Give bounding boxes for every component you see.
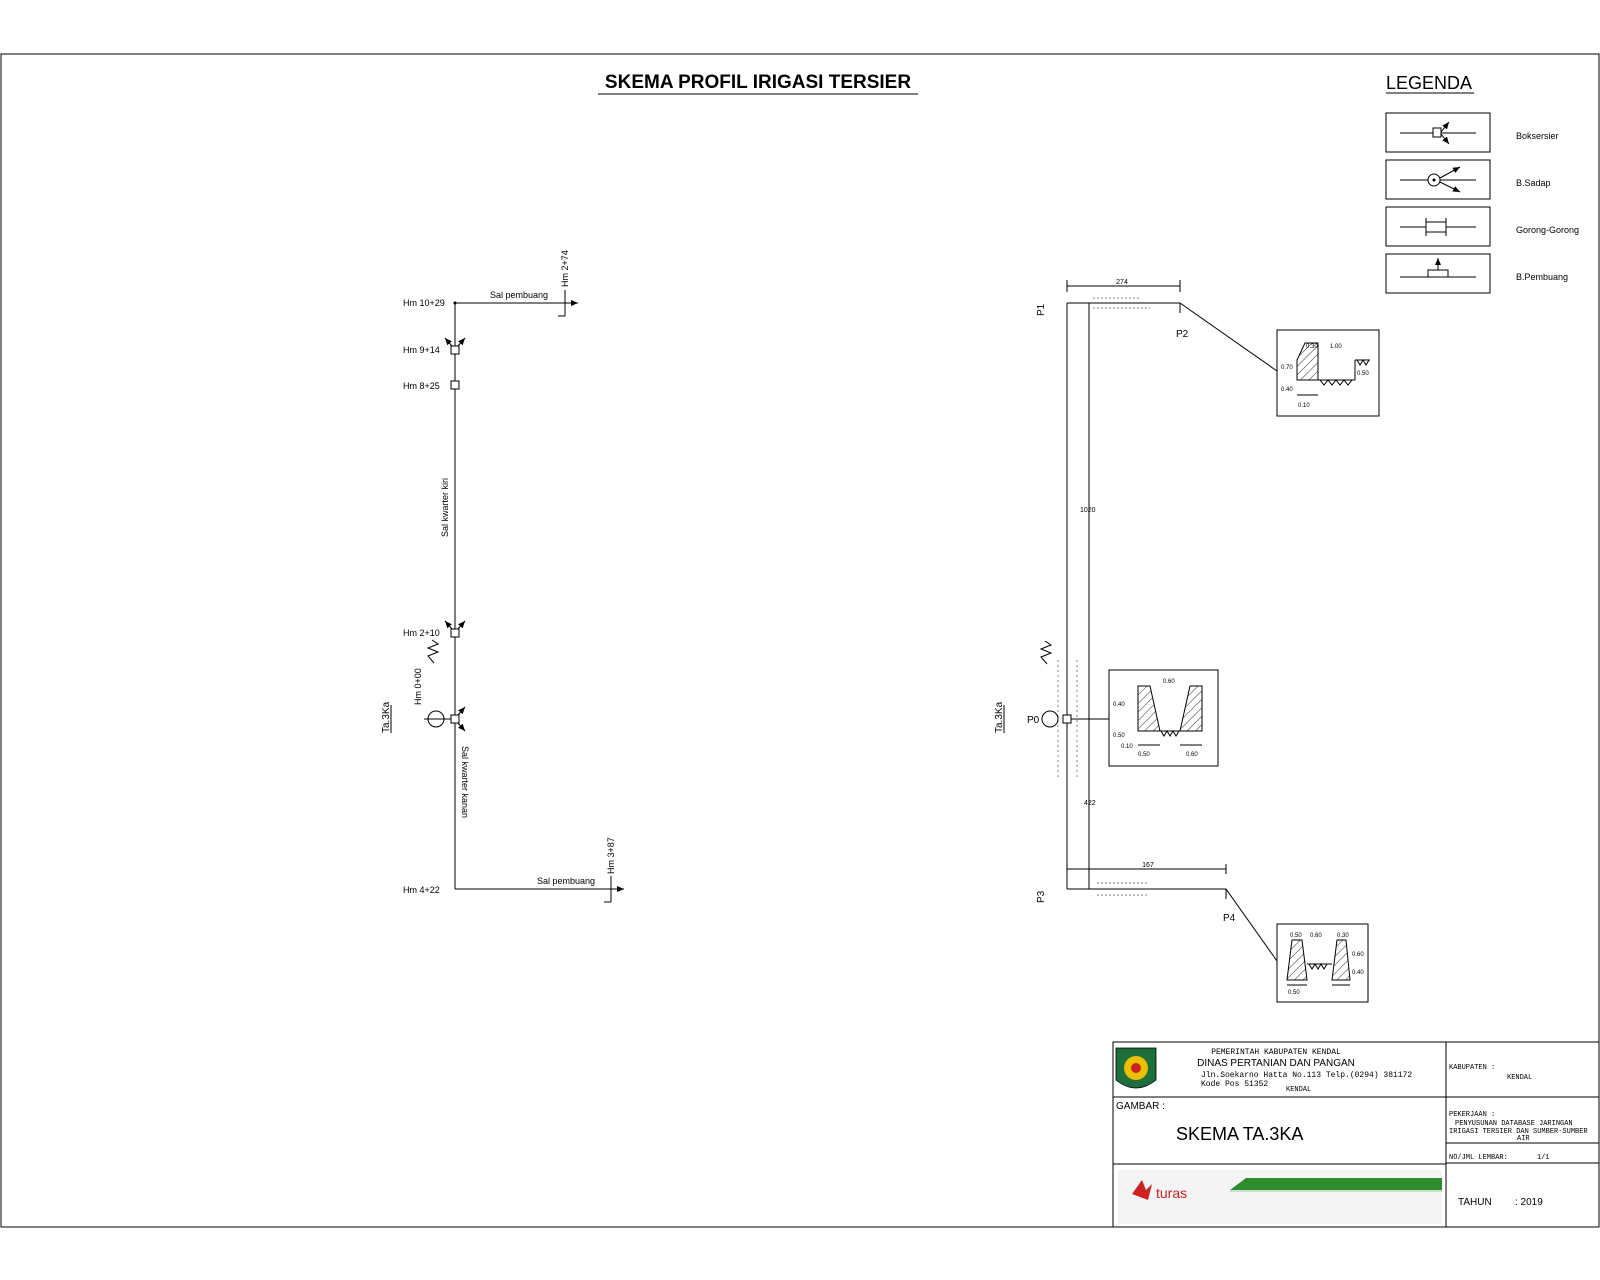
tahun-label: TAHUN: [1458, 1197, 1492, 1208]
org-postcode: Kode Pos 51352: [1201, 1080, 1268, 1089]
bangunan-pembuang-icon: [1400, 258, 1476, 278]
kabupaten-value: KENDAL: [1507, 1074, 1532, 1082]
consultant-logo-text: turas: [1156, 1185, 1187, 1201]
boks-tersier-icon: [450, 380, 460, 390]
zigzag-icon: [1039, 640, 1053, 665]
legend-box-3: [1385, 206, 1491, 247]
pekerjaan-line2: IRIGASI TERSIER DAN SUMBER-SUMBER: [1449, 1128, 1588, 1136]
legend-box-4: [1385, 253, 1491, 294]
left-side-label: Ta.3Ka: [381, 701, 392, 733]
station-hm274: Hm 2+74: [560, 250, 570, 287]
section3-dim-1: 0.50: [1290, 933, 1302, 939]
kabupaten-crest-logo: [1115, 1047, 1157, 1089]
point-p3: P3: [1036, 890, 1047, 903]
station-hm210: Hm 2+10: [403, 628, 440, 638]
boks-tersier-icon: [1400, 121, 1476, 145]
pekerjaan-line1: PENYUSUNAN DATABASE JARINGAN: [1455, 1120, 1573, 1128]
title-block: PEMERINTAH KABUPATEN KENDAL DINAS PERTAN…: [1112, 1041, 1600, 1228]
cross-section-3: 0.50 0.60 0.30 0.60 0.40 0.50: [1276, 923, 1369, 1003]
boks-tersier-icon: [444, 337, 466, 355]
sal-pembuang-bottom-label: Sal pembuang: [537, 876, 595, 886]
dim-bottom: 167: [1142, 862, 1154, 869]
station-hm914: Hm 9+14: [403, 345, 440, 355]
point-p1: P1: [1036, 303, 1047, 316]
gorong-gorong-icon: [1400, 218, 1476, 236]
station-hm1029: Hm 10+29: [403, 298, 445, 308]
dim-vertical: 1020: [1080, 507, 1096, 514]
point-p0: P0: [1027, 715, 1040, 726]
org-line1: PEMERINTAH KABUPATEN KENDAL: [1211, 1048, 1341, 1057]
station-hm000: Hm 0+00: [413, 668, 423, 705]
org-line2: DINAS PERTANIAN DAN PANGAN: [1197, 1058, 1355, 1069]
sal-pembuang-top-label: Sal pembuang: [490, 290, 548, 300]
tahun-value: : 2019: [1515, 1197, 1543, 1208]
cross-section-1: 0.30 1.00 0.70 0.40 0.50 0.10: [1276, 329, 1380, 417]
sal-kwarter-kiri-label: Sal kwarter kiri: [440, 478, 450, 537]
section2-dim-5: 0.60: [1186, 752, 1198, 758]
section2-dim-4: 0.50: [1138, 752, 1150, 758]
sal-kwarter-kanan-label: Sal kwarter kanan: [460, 746, 470, 818]
gambar-label: GAMBAR :: [1116, 1101, 1165, 1112]
legend-box-1: [1385, 112, 1491, 153]
section2-dim-6: 0.10: [1121, 744, 1133, 750]
bangunan-sadap-icon: [1400, 166, 1476, 193]
lembar-label: NO/JML LEMBAR:: [1449, 1154, 1508, 1162]
legend-box-2: [1385, 159, 1491, 200]
section3-dim-3: 0.30: [1337, 933, 1349, 939]
section3-dim-5: 0.40: [1352, 970, 1364, 976]
legend-title: LEGENDA: [1386, 73, 1472, 93]
org-address: Jln.Soekarno Hatta No.113 Telp.(0294) 38…: [1201, 1071, 1412, 1080]
cross-section-2: 0.60 0.40 0.50 0.50 0.60 0.10: [1108, 669, 1219, 767]
legend-label-4: B.Pembuang: [1516, 272, 1568, 282]
bangunan-sadap-icon: [1041, 710, 1072, 728]
left-schema: Sal pembuang Hm 2+74 Hm 10+29 Hm 9+14 Hm…: [381, 250, 624, 903]
section1-dim-4: 0.40: [1281, 387, 1293, 393]
legend-label-3: Gorong-Gorong: [1516, 225, 1579, 235]
section3-dim-6: 0.50: [1288, 990, 1300, 996]
section1-dim-2: 1.00: [1330, 344, 1342, 350]
drawing-title: SKEMA PROFIL IRIGASI TERSIER: [605, 72, 911, 93]
section1-dim-5: 0.50: [1357, 371, 1369, 377]
legend-label-1: Boksersier: [1516, 131, 1559, 141]
boks-tersier-icon: [444, 620, 466, 638]
section1-dim-6: 0.10: [1298, 403, 1310, 409]
lembar-value: 1/1: [1537, 1154, 1550, 1162]
leader-section-1: [1179, 302, 1278, 372]
kabupaten-label: KABUPATEN :: [1449, 1064, 1495, 1072]
leader-section-3: [1225, 888, 1278, 962]
dim-lower: 422: [1084, 800, 1096, 807]
pekerjaan-line3: AIR: [1517, 1135, 1530, 1143]
section1-dim-3: 0.70: [1281, 365, 1293, 371]
node-hm1029: [453, 301, 457, 305]
station-hm422: Hm 4+22: [403, 885, 440, 895]
org-city: KENDAL: [1286, 1086, 1311, 1094]
dim-top: 274: [1116, 279, 1128, 286]
section2-dim-3: 0.50: [1113, 733, 1125, 739]
legend-label-2: B.Sadap: [1516, 178, 1551, 188]
right-side-label: Ta.3Ka: [994, 701, 1005, 733]
bangunan-sadap-icon: [424, 706, 466, 732]
gambar-value: SKEMA TA.3KA: [1176, 1124, 1303, 1144]
section3-dim-2: 0.60: [1310, 933, 1322, 939]
station-hm825: Hm 8+25: [403, 381, 440, 391]
section2-dim-1: 0.60: [1163, 679, 1175, 685]
sheet-border: [0, 53, 1600, 1228]
zigzag-icon: [426, 639, 440, 664]
section3-dim-4: 0.60: [1352, 952, 1364, 958]
point-p2: P2: [1176, 329, 1189, 340]
section1-dim-1: 0.30: [1306, 344, 1318, 350]
pekerjaan-label: PEKERJAAN :: [1449, 1111, 1495, 1119]
legend: LEGENDA Boksersier B.Sadap Gorong-Gorong: [1385, 73, 1579, 294]
point-p4: P4: [1223, 913, 1236, 924]
consultant-logo: turas: [1118, 1170, 1442, 1224]
section2-dim-2: 0.40: [1113, 702, 1125, 708]
right-schema: 274 P1 P2 1020 Ta.3Ka P0 422 167 P3 P4: [994, 279, 1380, 1003]
station-hm387: Hm 3+87: [606, 837, 616, 874]
